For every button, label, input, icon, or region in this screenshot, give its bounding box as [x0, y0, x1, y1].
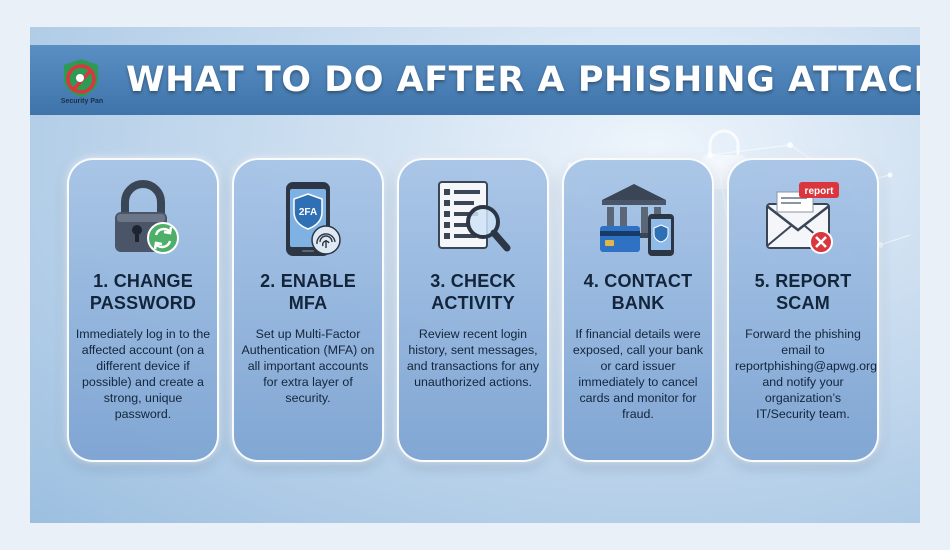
- brand-logo: Security Pan: [46, 55, 118, 113]
- shield-lock-logo-icon: [64, 59, 98, 97]
- brand-name: Security Pan: [60, 98, 104, 105]
- infographic: Security Pan WHAT TO DO AFTER A PHISHING…: [30, 27, 920, 523]
- envelope-report-icon: report: [766, 182, 839, 254]
- phone-2fa-fingerprint-icon: 2FA: [286, 182, 341, 256]
- step-card-check-activity: 3. CHECK ACTIVITY Review recent login hi…: [397, 158, 549, 462]
- checklist-magnifier-icon: [438, 181, 511, 252]
- step-description: If financial details were exposed, call …: [572, 327, 704, 421]
- page-title: WHAT TO DO AFTER A PHISHING ATTACK: [126, 60, 920, 100]
- step-title-line2: SCAM: [776, 293, 830, 313]
- report-tag-label: report: [805, 186, 835, 197]
- step-title-line2: MFA: [288, 293, 328, 313]
- step-title-line2: BANK: [611, 293, 665, 313]
- step-title-line1: 3. CHECK: [430, 271, 516, 291]
- step-title: 2. ENABLE MFA: [234, 270, 382, 314]
- header-banner: Security Pan WHAT TO DO AFTER A PHISHING…: [30, 45, 920, 115]
- step-title-line2: PASSWORD: [89, 293, 197, 313]
- step-title-line1: 1. CHANGE: [93, 271, 193, 291]
- step-card-change-password: 1. CHANGE PASSWORD Immediately log in to…: [67, 158, 219, 462]
- step-title: 4. CONTACT BANK: [564, 270, 712, 314]
- step-title: 5. REPORT SCAM: [729, 270, 877, 314]
- step-description: Set up Multi-Factor Authentication (MFA)…: [241, 327, 375, 405]
- step-description: Review recent login history, sent messag…: [406, 327, 540, 389]
- 2fa-label: 2FA: [299, 207, 317, 218]
- step-title-line1: 4. CONTACT: [583, 271, 693, 291]
- step-title-line2: ACTIVITY: [431, 293, 515, 313]
- step-title-line1: 2. ENABLE: [260, 271, 356, 291]
- step-card-enable-mfa: 2FA 2. ENABLE MFA Set up Multi-Factor Au…: [232, 158, 384, 462]
- step-card-report-scam: report 5. REPORT SCAM Forward the phishi…: [727, 158, 879, 462]
- step-card-contact-bank: 4. CONTACT BANK If financial details wer…: [562, 158, 714, 462]
- bank-card-phone-icon: [600, 184, 674, 256]
- padlock-refresh-icon: [115, 180, 179, 254]
- step-title: 1. CHANGE PASSWORD: [69, 270, 217, 314]
- step-title-line1: 5. REPORT: [754, 271, 852, 291]
- step-description: Immediately log in to the affected accou…: [75, 327, 211, 421]
- step-description: Forward the phishing email to reportphis…: [735, 327, 878, 421]
- step-title: 3. CHECK ACTIVITY: [399, 270, 547, 314]
